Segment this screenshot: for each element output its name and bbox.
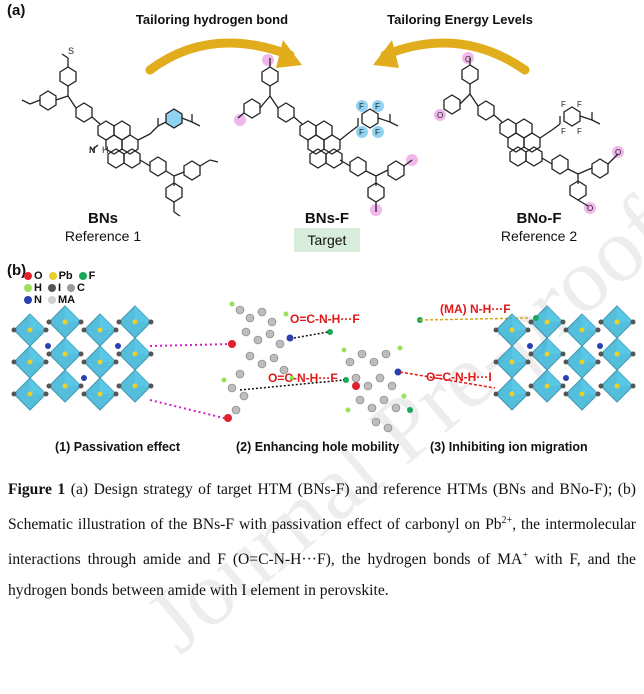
mol-ref-bns: Reference 1 (64, 228, 142, 244)
bno-f-fluorine-atoms: F F F F (561, 100, 582, 136)
figure-label: Figure 1 (8, 481, 66, 498)
bno-f-oxygen-atoms: O O O O (437, 55, 621, 213)
svg-text:F: F (359, 128, 364, 137)
svg-text:O: O (615, 148, 621, 157)
atom-legend: O Pb F H I C N MA (24, 270, 134, 306)
svg-text:F: F (359, 102, 364, 111)
target-badge: Target (294, 228, 360, 252)
mol-name-bno-f: BNo-F (516, 210, 562, 227)
mol-name-bns: BNs (87, 210, 118, 227)
hbond-label-right-top: (MA) N-H···F (440, 302, 511, 316)
legend-i: I (47, 282, 61, 294)
svg-text:F: F (375, 128, 380, 137)
svg-text:O: O (587, 204, 593, 213)
effect-ion-migration: (3) Inhibiting ion migration (430, 440, 588, 454)
hbond-label-left-top: O=C-N-H···F (290, 312, 360, 326)
svg-text:O: O (465, 55, 471, 64)
legend-h: H (24, 282, 42, 294)
hbond-line-left-top (293, 331, 329, 339)
hbond-label-left-bottom: O=C-N-H···F (268, 371, 338, 385)
legend-o: O (24, 270, 43, 282)
molecule-bno-f (434, 52, 624, 214)
panel-a-label: (a) (7, 2, 26, 19)
legend-ma: MA (47, 294, 75, 306)
legend-f: F (78, 270, 95, 282)
panel-b-schematic (11, 301, 636, 433)
svg-text:F: F (561, 127, 566, 136)
bns-h-atom: H (102, 145, 109, 155)
htm-molecule-stack (221, 301, 423, 433)
passivation-line-bottom (149, 399, 233, 421)
panel-b-label: (b) (7, 262, 27, 279)
bns-s-atom-1: S (68, 46, 74, 56)
hbond-line-left-bottom (239, 379, 345, 391)
svg-text:F: F (577, 127, 582, 136)
mol-name-bns-f: BNs-F (304, 210, 350, 227)
mol-ref-bno-f: Reference 2 (500, 228, 578, 244)
effect-hole-mobility: (2) Enhancing hole mobility (236, 440, 400, 454)
legend-c: C (67, 282, 85, 294)
legend-pb: Pb (48, 270, 73, 282)
panel-a-structures: S H N (21, 38, 624, 217)
hbond-label-right-bottom: O=C-N-H···I (426, 370, 492, 384)
svg-text:F: F (561, 100, 566, 109)
bns-f-fluorine-atoms: F F F F (359, 102, 380, 137)
effect-passivation: (1) Passivation effect (55, 440, 181, 454)
left-perovskite-block (11, 305, 154, 411)
hbond-line-right-bottom (399, 371, 496, 389)
svg-text:F: F (577, 100, 582, 109)
left-curved-arrow (145, 38, 302, 75)
right-curved-arrow (373, 38, 530, 75)
svg-text:F: F (375, 102, 380, 111)
molecule-bns (21, 53, 219, 217)
legend-n: N (24, 294, 42, 306)
passivation-line-top (149, 343, 233, 347)
arrow-left-label: Tailoring hydrogen bond (135, 12, 289, 27)
right-perovskite-block (493, 305, 636, 411)
arrow-right-label: Tailoring Energy Levels (387, 12, 533, 27)
bns-n-atom: N (89, 145, 96, 155)
svg-text:O: O (437, 111, 443, 120)
molecule-bns-f (234, 54, 418, 216)
figure-caption: Figure 1 (a) Design strategy of target H… (8, 481, 637, 600)
